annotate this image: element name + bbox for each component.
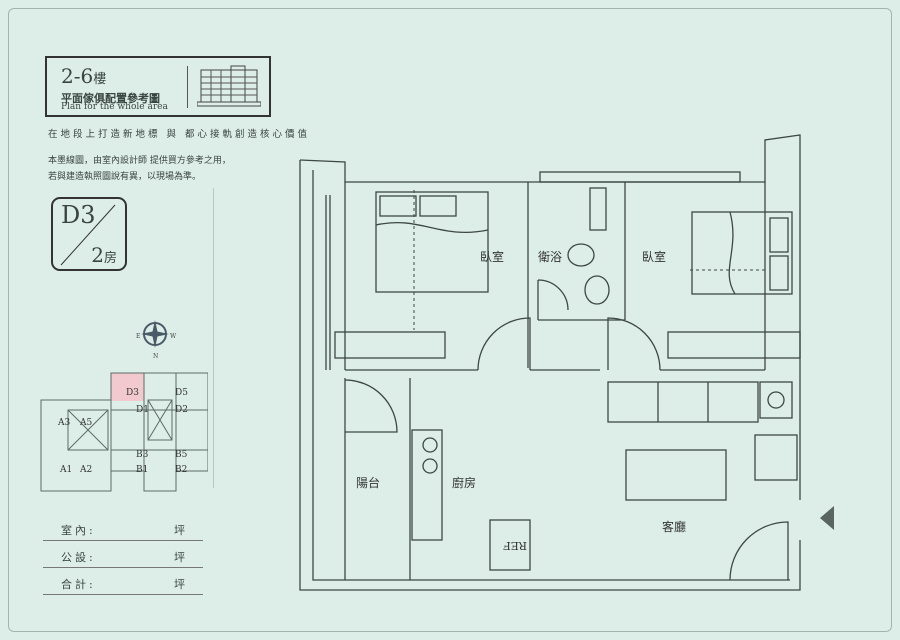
room-label-balcony: 陽台 [356, 475, 380, 490]
title-divider [187, 66, 188, 108]
slogan: 在地段上打造新地標 與 都心接軌創造核心價值 [48, 129, 311, 140]
room-label-living: 客廳 [662, 519, 686, 534]
unit-code: D3 [61, 201, 96, 229]
fridge-label: REF [503, 539, 527, 552]
floor-number: 2-6 [61, 64, 94, 88]
area-row-total: 合計: 坪 [43, 568, 203, 595]
door-balcony[interactable] [344, 379, 398, 433]
sidebar-divider [213, 188, 214, 488]
outer-wall-bottom [299, 160, 801, 591]
area-label: 公設: [61, 551, 96, 564]
door-bedroom1[interactable] [477, 317, 531, 371]
unit-badge: D3 2房 [51, 197, 127, 271]
door-bedroom2[interactable] [607, 317, 661, 371]
key-highlight-d3 [111, 373, 144, 401]
key-unit: B1 [136, 465, 148, 475]
fridge [489, 519, 531, 571]
key-unit: D3 [126, 388, 139, 398]
key-unit: B3 [136, 450, 149, 460]
bed-1 [375, 191, 489, 293]
armchair [754, 434, 798, 481]
kitchen-counter [411, 429, 443, 541]
room-suffix: 房 [103, 251, 117, 266]
area-unit: 坪 [174, 551, 185, 564]
area-label: 室內: [61, 524, 96, 537]
floor-range: 2-6樓 [61, 64, 106, 88]
disclaimer-line: 本墨線圖，由室內設計師 提供買方參考之用， [48, 156, 231, 166]
unit-rooms: 2房 [91, 243, 117, 267]
room-label-bath: 衛浴 [538, 250, 562, 264]
entry-arrow-icon [820, 506, 834, 530]
key-unit: A2 [79, 465, 92, 475]
compass-icon: E W N [136, 320, 177, 360]
wardrobe-2 [667, 331, 801, 359]
key-plan: D3 D1 D5 D2 A3 A5 B3 B5 A1 A2 B1 B2 [40, 372, 208, 492]
compass-w: W [170, 333, 177, 340]
wardrobe-1 [334, 331, 446, 359]
door-entry[interactable] [729, 521, 789, 581]
sink [584, 275, 610, 305]
badge-slash [60, 204, 116, 266]
room-label-kitchen: 廚房 [452, 475, 476, 490]
compass-e: E [136, 333, 140, 340]
key-unit: A3 [57, 418, 70, 428]
area-row-public: 公設: 坪 [43, 541, 203, 568]
key-unit: D1 [136, 405, 149, 415]
page-frame [8, 8, 892, 632]
coffee-table [625, 449, 727, 501]
key-unit: B2 [175, 465, 187, 475]
area-row-indoor: 室內: 坪 [43, 514, 203, 541]
room-count: 2 [91, 243, 104, 267]
key-unit: B5 [175, 450, 188, 460]
room-label-bedroom2: 臥室 [642, 249, 666, 264]
title-zh: 平面傢俱配置參考圖 [61, 92, 160, 105]
disclaimer: 本墨線圖，由室內設計師 提供買方參考之用， 若與建造執照圖說有異，以現場為準。 [48, 153, 231, 185]
sofa [607, 381, 759, 423]
area-label: 合計: [61, 578, 96, 591]
area-unit: 坪 [174, 578, 185, 591]
compass-n: N [153, 353, 158, 360]
room-label-bedroom1: 臥室 [480, 249, 504, 264]
outer-wall-top [299, 134, 801, 500]
floor-suffix: 樓 [93, 72, 107, 87]
toilet [567, 243, 595, 267]
bed-2 [691, 211, 793, 295]
title-en: Plan for the whole area [61, 102, 168, 112]
key-unit: D2 [175, 405, 188, 415]
key-unit: A1 [59, 465, 72, 475]
building-illustration [197, 65, 261, 107]
area-unit: 坪 [174, 524, 185, 537]
disclaimer-line: 若與建造執照圖說有異，以現場為準。 [48, 172, 202, 182]
key-unit: A5 [79, 418, 92, 428]
title-box: 2-6樓 平面傢俱配置參考圖 Plan for the whole area [45, 56, 271, 117]
key-unit: D5 [175, 388, 188, 398]
